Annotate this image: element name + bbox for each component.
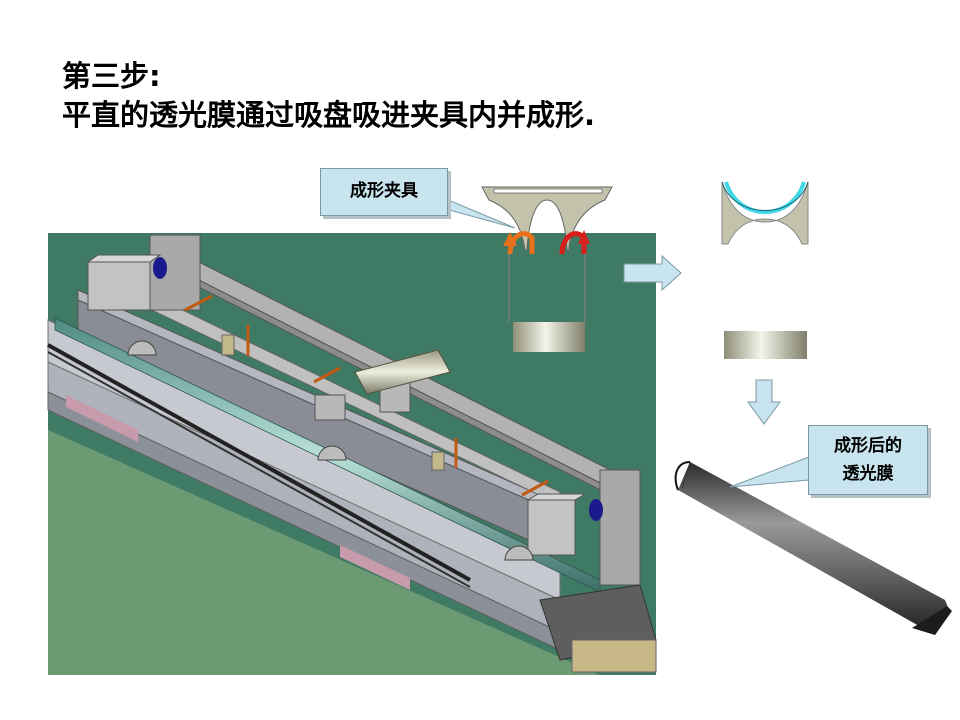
formed-film-tube	[674, 461, 952, 635]
formed-film-callout: 成形后的 透光膜	[808, 425, 928, 495]
film-callout-pointer	[729, 456, 810, 488]
fixture-with-formed-film	[721, 181, 809, 359]
right-arrow-icon	[623, 254, 682, 292]
forming-fixture-callout: 成形夹具	[320, 168, 448, 216]
forming-fixture-diagram	[481, 186, 613, 352]
step-description: 平直的透光膜通过吸盘吸进夹具内并成形.	[62, 98, 596, 132]
forming-machine-illustration	[47, 233, 657, 675]
formed-film-label-line1: 成形后的	[834, 436, 902, 456]
formed-film-label-line2: 透光膜	[842, 464, 894, 484]
step-title: 第三步:	[62, 59, 161, 93]
forming-fixture-label: 成形夹具	[350, 181, 418, 201]
down-arrow-icon	[747, 379, 781, 425]
